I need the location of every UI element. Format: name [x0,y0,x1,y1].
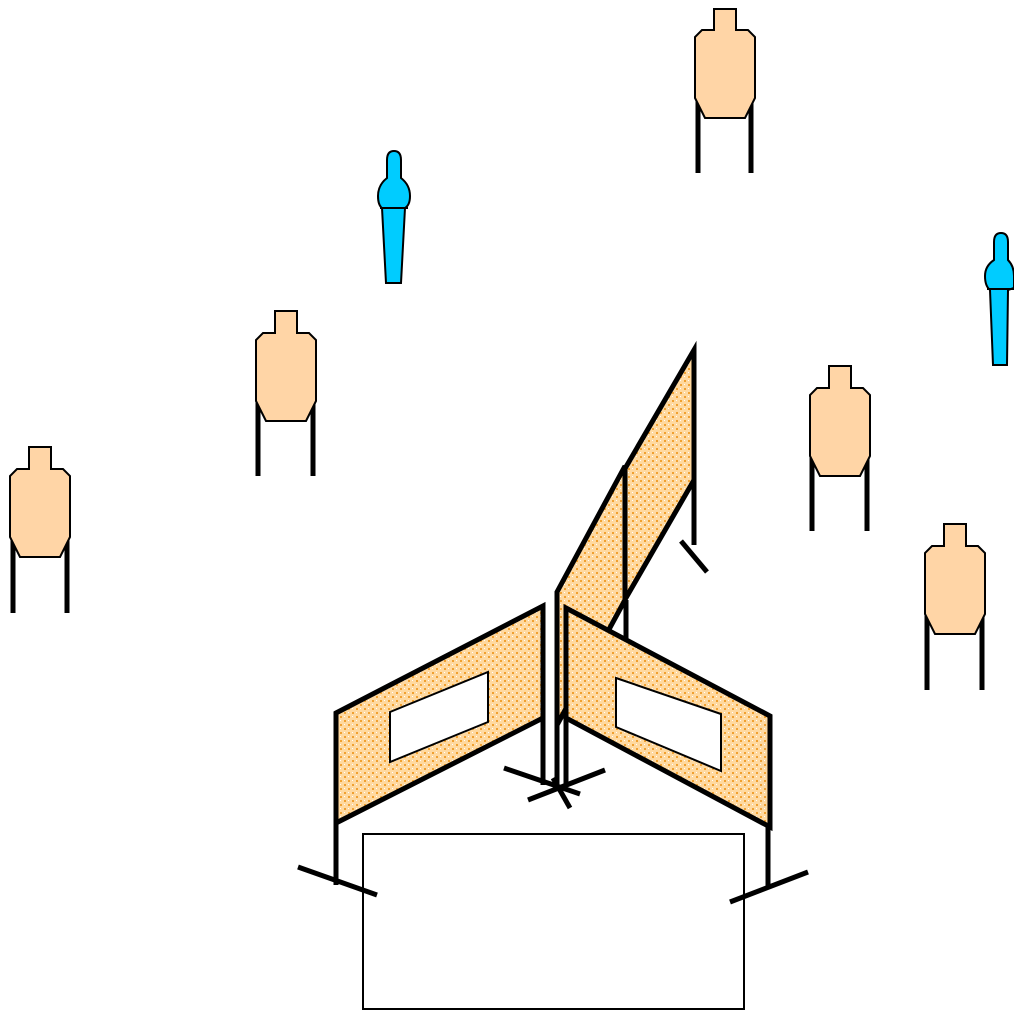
shoot-target-t3 [9,446,71,613]
wall-left-window [389,670,489,764]
center-base-feet [503,722,606,810]
shooting-box [362,833,745,1010]
wall-left [297,601,546,898]
shoot-target-t4 [809,365,871,531]
shoot-target-t1 [694,8,756,173]
shoot-target-t5 [924,523,986,690]
wall-back [620,340,709,640]
shoot-target-t2 [255,310,317,476]
wall-right [563,603,809,905]
wall-right-window [615,676,722,773]
no-shoot-target-ns1 [376,149,412,284]
no-shoot-target-ns2 [983,231,1014,366]
